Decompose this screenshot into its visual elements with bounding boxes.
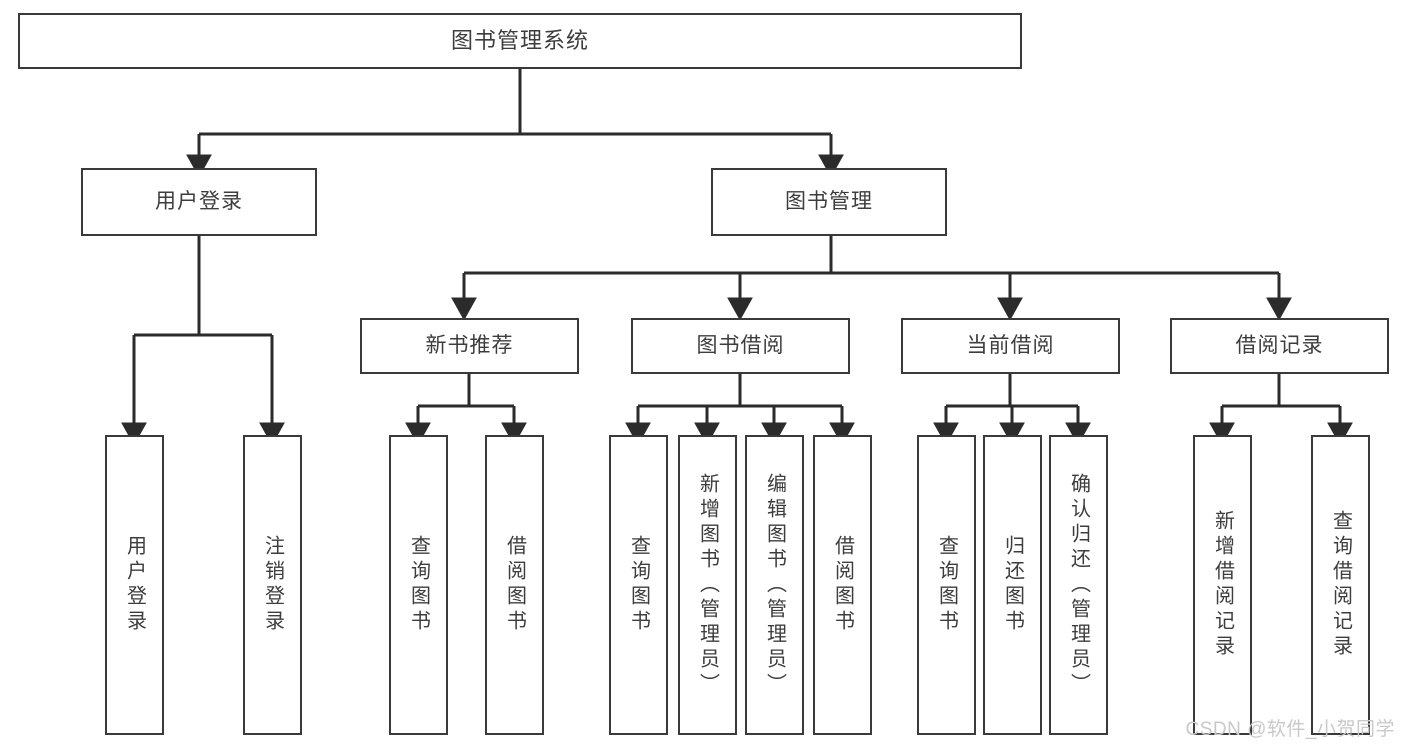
node-leaf-query-book-1[interactable]: 查询图书 — [389, 435, 448, 735]
node-label: 新增图书（管理员） — [696, 472, 719, 698]
node-leaf-borrow-book-1[interactable]: 借阅图书 — [485, 435, 544, 735]
node-book-borrow[interactable]: 图书借阅 — [631, 318, 850, 374]
node-label: 图书借阅 — [696, 333, 785, 357]
node-label: 图书管理系统 — [450, 28, 589, 54]
node-label: 查询图书 — [935, 535, 958, 635]
node-label: 新增借阅记录 — [1211, 510, 1234, 660]
node-label: 用户登录 — [123, 535, 146, 635]
node-leaf-add-book[interactable]: 新增图书（管理员） — [678, 435, 737, 735]
node-label: 查询图书 — [407, 535, 430, 635]
node-label: 图书管理 — [785, 189, 873, 213]
node-label: 查询图书 — [627, 535, 650, 635]
node-root-book-management-system[interactable]: 图书管理系统 — [18, 13, 1022, 69]
node-label: 新书推荐 — [425, 333, 514, 357]
node-label: 借阅记录 — [1235, 333, 1324, 357]
node-leaf-query-record[interactable]: 查询借阅记录 — [1311, 435, 1370, 735]
node-label: 借阅图书 — [503, 535, 526, 635]
node-borrow-record[interactable]: 借阅记录 — [1170, 318, 1389, 374]
node-leaf-return-book[interactable]: 归还图书 — [983, 435, 1042, 735]
node-leaf-add-record[interactable]: 新增借阅记录 — [1193, 435, 1252, 735]
node-label: 注销登录 — [261, 535, 284, 635]
node-label: 用户登录 — [155, 189, 243, 213]
node-user-login[interactable]: 用户登录 — [81, 168, 317, 236]
node-label: 编辑图书（管理员） — [763, 472, 786, 698]
node-leaf-query-book-2[interactable]: 查询图书 — [609, 435, 668, 735]
node-label: 借阅图书 — [831, 535, 854, 635]
node-leaf-confirm-return[interactable]: 确认归还（管理员） — [1049, 435, 1108, 735]
node-leaf-borrow-book-2[interactable]: 借阅图书 — [813, 435, 872, 735]
node-book-manage[interactable]: 图书管理 — [711, 168, 947, 236]
node-leaf-query-book-3[interactable]: 查询图书 — [917, 435, 976, 735]
node-leaf-user-login[interactable]: 用户登录 — [105, 435, 164, 735]
node-leaf-edit-book[interactable]: 编辑图书（管理员） — [745, 435, 804, 735]
node-leaf-logout[interactable]: 注销登录 — [243, 435, 302, 735]
node-label: 当前借阅 — [966, 333, 1055, 357]
node-label: 确认归还（管理员） — [1067, 472, 1090, 698]
node-label: 查询借阅记录 — [1329, 510, 1352, 660]
node-current-borrow[interactable]: 当前借阅 — [901, 318, 1120, 374]
node-new-book-recommend[interactable]: 新书推荐 — [360, 318, 579, 374]
node-label: 归还图书 — [1001, 535, 1024, 635]
